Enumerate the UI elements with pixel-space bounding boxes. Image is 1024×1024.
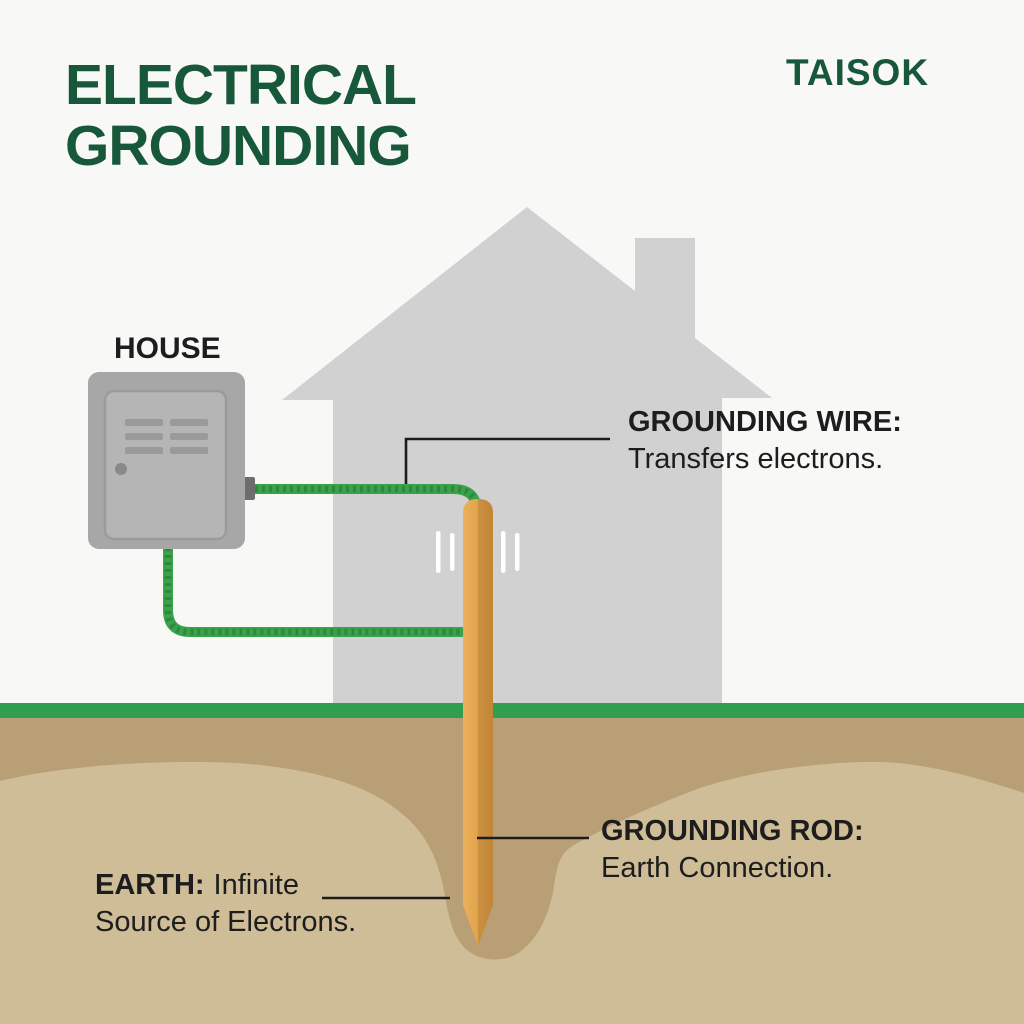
vent-slot [170,433,208,440]
vent-slot [125,447,163,454]
grounding-wire-return-braid [164,548,466,636]
rod-emphasis-tick [515,533,520,571]
vent-slot [125,433,163,440]
rod-emphasis-tick [501,531,506,573]
panel-wire-lug [243,477,255,500]
panel-vent-slots [125,419,208,454]
rod-emphasis-ticks [436,531,520,573]
page-title-line2: GROUNDING [65,114,412,178]
grounding-wire-desc: Transfers electrons. [628,443,884,475]
earth-desc-line1: Infinite [213,869,299,901]
vent-slot [170,447,208,454]
earth-label-line1: EARTH:Infinite [95,867,356,904]
brand-logo: TAISOK [786,52,930,93]
house-label: HOUSE [114,332,221,365]
wire-label-connector-line [404,437,610,487]
grounding-rod-label: GROUNDING ROD: Earth Connection. [601,813,864,887]
earth-desc-line2: Source of Electrons. [95,906,357,938]
grass-strip [0,703,1024,719]
vent-slot [170,419,208,426]
page-title: ELECTRICAL GROUNDING [65,53,417,178]
grounding-rod-desc: Earth Connection. [601,852,834,884]
panel-door [103,389,228,541]
grounding-wire-term: GROUNDING WIRE: [628,406,902,438]
rod-emphasis-tick [436,531,441,573]
house-silhouette-icon [282,207,772,718]
earth-label: EARTH:Infinite Source of Electrons. [95,867,356,941]
panel-door-knob [115,463,127,475]
earth-soil-light [0,761,1024,1024]
earth-term: EARTH: [95,869,205,901]
page-title-line1: ELECTRICAL [65,53,417,117]
grounding-rod-term: GROUNDING ROD: [601,815,864,847]
electrical-panel-icon [88,372,255,549]
rod-emphasis-tick [450,533,455,571]
vent-slot [125,419,163,426]
grounding-wire-label: GROUNDING WIRE: Transfers electrons. [628,404,902,478]
grounding-rod-icon [463,499,493,946]
